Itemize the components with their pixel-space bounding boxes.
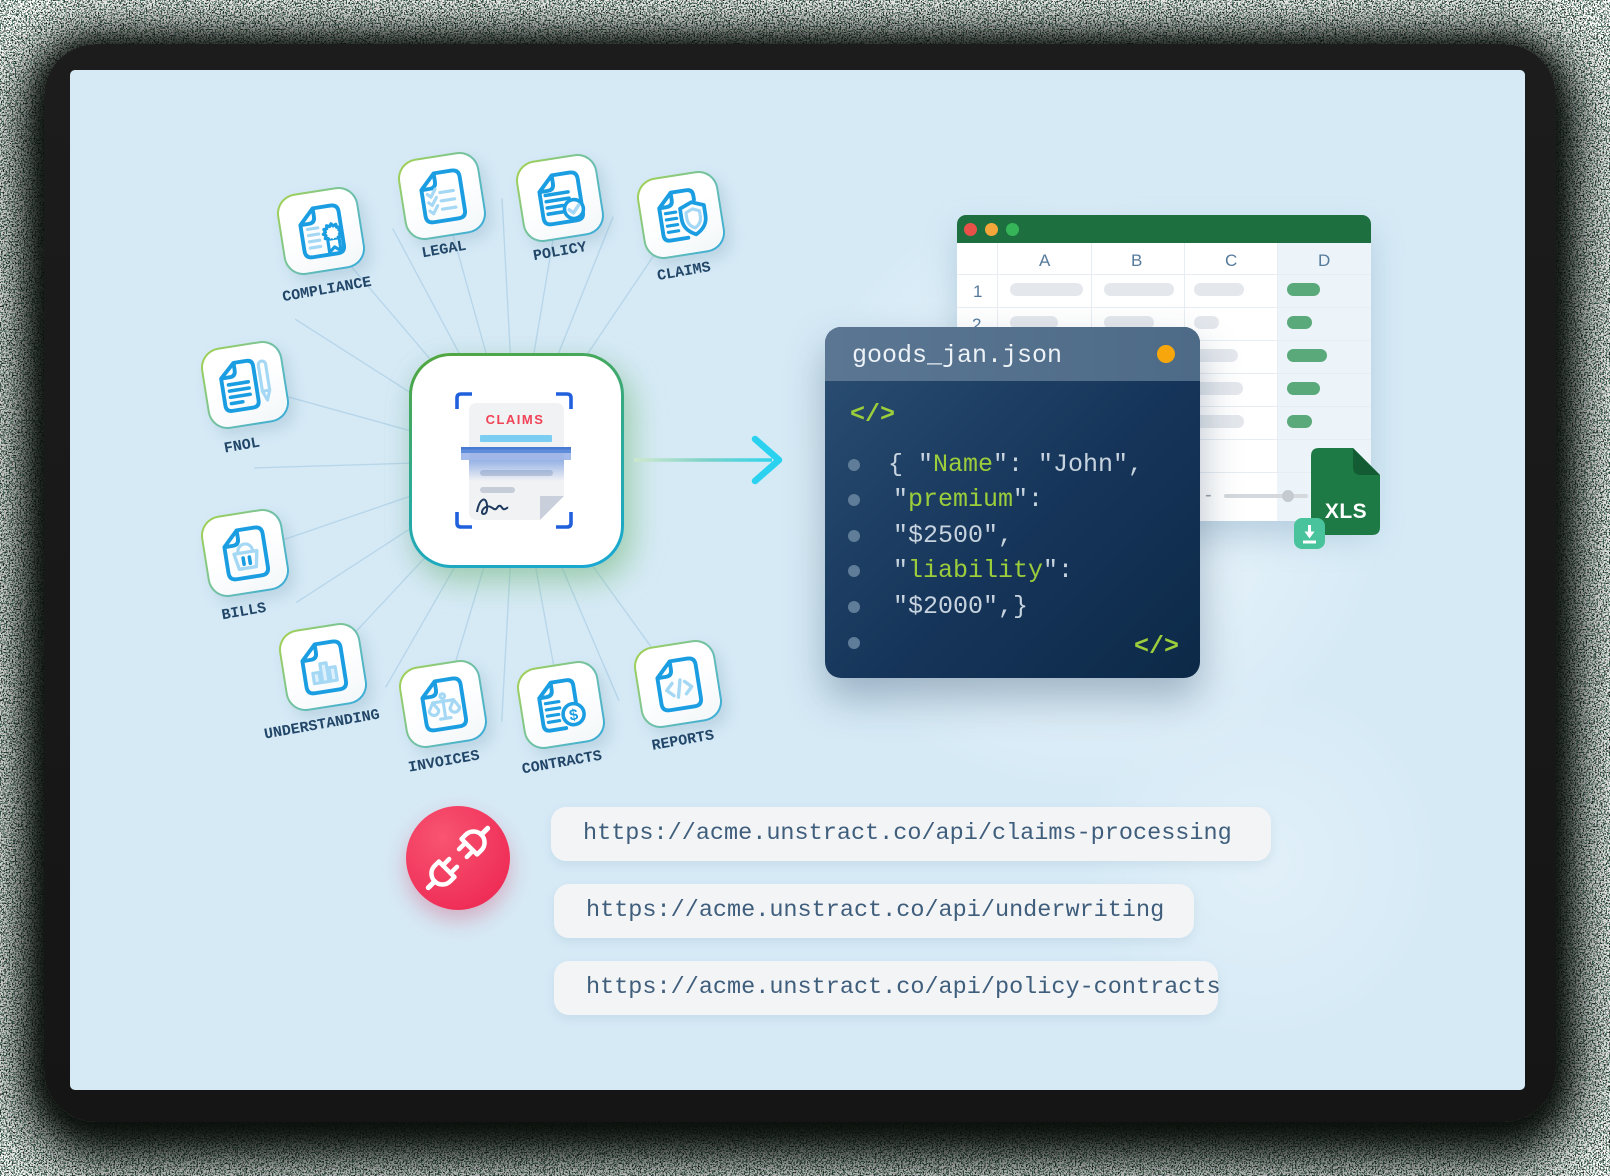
svg-text:XLS: XLS bbox=[1325, 500, 1367, 523]
svg-text:CLAIMS: CLAIMS bbox=[486, 412, 545, 427]
svg-text:$: $ bbox=[567, 706, 579, 725]
